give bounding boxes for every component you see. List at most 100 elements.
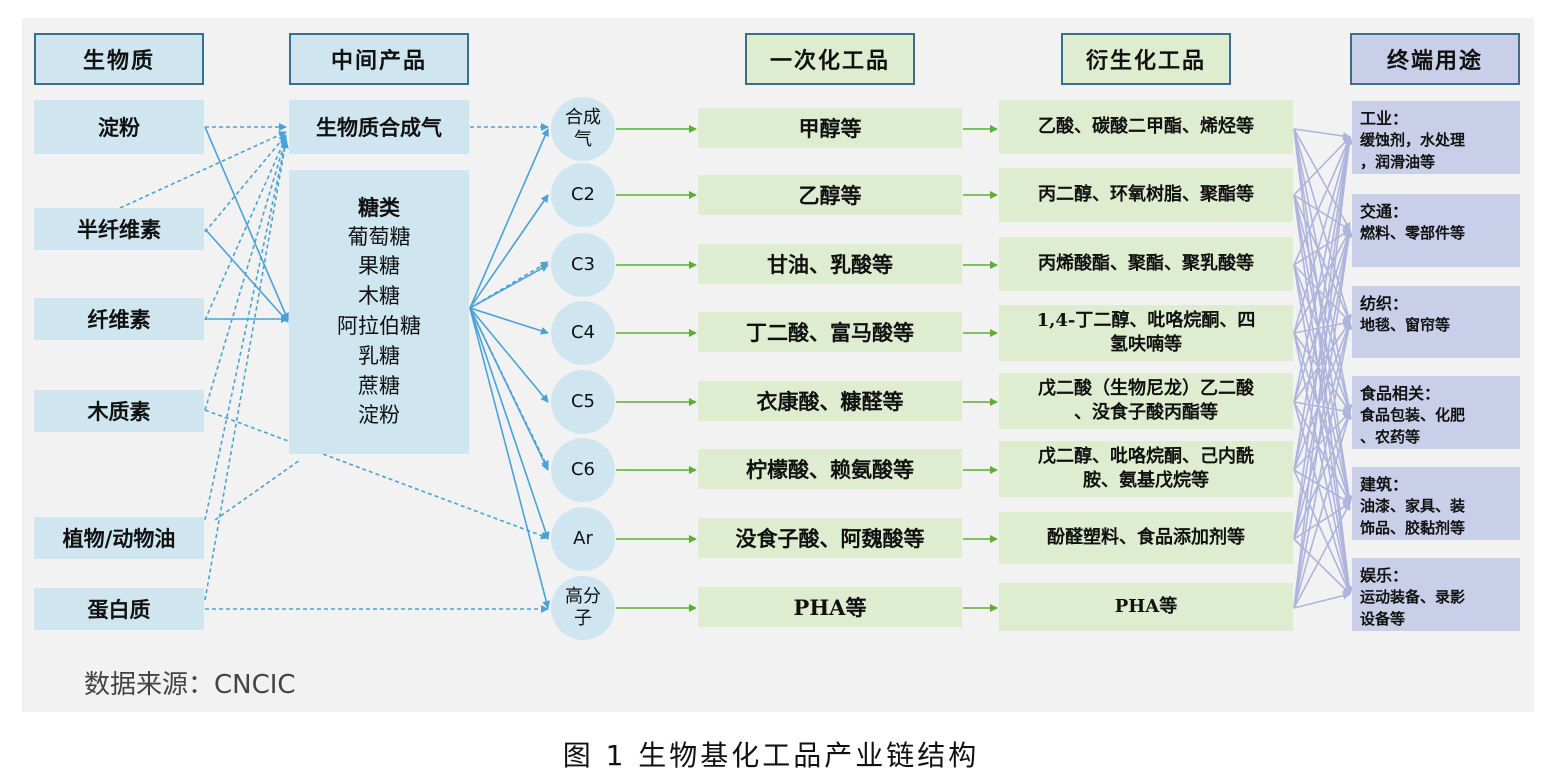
derivative-label: 丙二醇、环氧树脂、聚酯等 xyxy=(1038,183,1254,205)
derivative-chemical: 酚醛塑料、食品添加剂等 xyxy=(999,512,1293,564)
platform-circle: C5 xyxy=(551,370,615,434)
platform-label-line2: 气 xyxy=(574,129,592,150)
connector-solid xyxy=(469,307,549,335)
connector-solid xyxy=(469,128,549,309)
platform-label: Ar xyxy=(573,527,593,549)
sugar-item: 葡萄糖 xyxy=(347,224,411,249)
biomass-source-label: 木质素 xyxy=(87,399,151,424)
connector-solid xyxy=(469,307,551,609)
primary-chemical-label: 没食子酸、阿魏酸等 xyxy=(735,526,925,551)
connector-purple xyxy=(1293,136,1352,334)
connector-dashed xyxy=(204,136,287,321)
end-use-box: 纺织： 地毯、窗帘等 xyxy=(1352,286,1520,358)
header-primary-label: 一次化工品 xyxy=(769,48,890,74)
end-use-title: 纺织： xyxy=(1360,294,1409,313)
platform-label: C5 xyxy=(570,390,596,412)
platform-label: 高分 xyxy=(565,585,601,607)
connector-purple xyxy=(1293,229,1352,403)
end-use-box: 娱乐： 运动装备、录影 设备等 xyxy=(1352,558,1520,631)
biomass-source-label: 半纤维素 xyxy=(77,217,161,242)
primary-chemical-label: 衣康酸、糠醛等 xyxy=(756,389,904,414)
platform-circle: C2 xyxy=(551,163,615,227)
connector-purple xyxy=(1293,321,1351,403)
primary-chemical: 乙醇等 xyxy=(698,175,962,215)
end-use-detail: 设备等 xyxy=(1360,609,1406,628)
connector-solid xyxy=(469,307,550,540)
derivative-label: 戊二酸（生物尼龙）乙二酸 xyxy=(1038,377,1254,399)
end-use-title: 工业： xyxy=(1360,109,1409,128)
primary-chemical: 甲醇等 xyxy=(698,108,962,148)
biomass-source-label: 蛋白质 xyxy=(87,597,151,622)
connector-purple xyxy=(1293,229,1353,471)
connector-purple xyxy=(1293,321,1353,540)
sugar-item: 蔗糖 xyxy=(358,373,400,398)
connector-purple xyxy=(1293,321,1353,609)
primary-chemical-label: 丁二酸、富马酸等 xyxy=(746,320,914,345)
connector-purple xyxy=(1293,136,1353,540)
platform-circle: 高分子 xyxy=(551,576,615,640)
biomass-source: 半纤维素 xyxy=(34,208,204,250)
primary-chemical: 丁二酸、富马酸等 xyxy=(698,312,962,352)
end-use-box: 建筑： 油漆、家具、装 饰品、胶黏剂等 xyxy=(1352,467,1520,540)
connector-dashed xyxy=(214,459,301,521)
derivative-label-line2: 氢呋喃等 xyxy=(1109,334,1182,355)
connector-purple xyxy=(1293,136,1351,266)
connector-purple xyxy=(1293,136,1351,196)
connector-purple xyxy=(1293,229,1351,266)
end-use-detail: 缓蚀剂，水处理 xyxy=(1360,131,1466,150)
primary-chemical: 衣康酸、糠醛等 xyxy=(698,381,962,421)
biomass-source: 植物/动物油 xyxy=(34,517,204,559)
platform-label: 合成 xyxy=(565,106,601,128)
connector-dashed xyxy=(469,307,549,469)
end-use-detail: 地毯、窗帘等 xyxy=(1360,316,1451,335)
derivative-label: 1,4-丁二醇、吡咯烷酮、四 xyxy=(1036,309,1256,331)
end-use-detail: 食品包装、化肥 xyxy=(1360,406,1466,425)
derivative-chemical: 乙酸、碳酸二甲酯、烯烃等 xyxy=(999,100,1293,154)
platform-circle: C4 xyxy=(551,301,615,365)
connector-purple xyxy=(1293,128,1351,140)
connector-purple xyxy=(1293,194,1351,323)
sugar-item: 淀粉 xyxy=(358,403,400,428)
primary-chemical-label: 柠檬酸、赖氨酸等 xyxy=(746,457,914,482)
connector-purple xyxy=(1293,401,1351,415)
connector-dashed xyxy=(119,131,287,209)
connector-solid xyxy=(469,194,549,309)
header-end-use: 终端用途 xyxy=(1350,33,1520,85)
derivative-label-line2: 胺、氨基戊烷等 xyxy=(1083,470,1209,491)
end-use-title: 建筑： xyxy=(1360,475,1409,494)
end-use-detail: ，润滑油等 xyxy=(1360,152,1436,171)
connector-solid xyxy=(469,264,549,309)
connector-purple xyxy=(1293,136,1353,471)
connector-dashed xyxy=(204,134,287,233)
primary-chemical-label: 甲醇等 xyxy=(798,116,862,141)
biomass-source: 淀粉 xyxy=(34,100,204,154)
connector-purple xyxy=(1293,319,1351,334)
source-note: 数据来源：CNCIC xyxy=(84,670,296,700)
end-use-detail: 燃料、零部件等 xyxy=(1360,224,1466,243)
sugars-title: 糖类 xyxy=(358,194,400,220)
end-use-title: 娱乐： xyxy=(1360,566,1409,585)
biomass-source-label: 淀粉 xyxy=(98,115,140,140)
primary-chemical: 甘油、乳酸等 xyxy=(698,244,962,284)
derivative-label: PHA等 xyxy=(1114,595,1178,617)
connector-purple xyxy=(1293,411,1351,540)
primary-chemical-label: 乙醇等 xyxy=(798,183,862,208)
end-use-title: 食品相关： xyxy=(1360,384,1441,403)
primary-chemical-label: PHA等 xyxy=(793,595,867,620)
sugar-item: 乳糖 xyxy=(358,343,400,368)
connector-purple xyxy=(1293,411,1352,609)
sugar-item: 木糖 xyxy=(358,284,400,309)
biomass-source-label: 植物/动物油 xyxy=(62,526,176,551)
derivative-chemical: 丙烯酸酯、聚酯、聚乳酸等 xyxy=(999,237,1293,291)
connector-purple xyxy=(1293,229,1351,334)
derivative-label-line2: 、没食子酸丙酯等 xyxy=(1074,402,1218,423)
connector-solid xyxy=(204,126,289,321)
connector-purple xyxy=(1293,321,1352,471)
end-use-box: 食品相关： 食品包装、化肥 、农药等 xyxy=(1352,376,1520,449)
platform-circle: C6 xyxy=(551,438,615,502)
derivative-chemical: 戊二酸（生物尼龙）乙二酸、没食子酸丙酯等 xyxy=(999,373,1293,429)
connector-purple xyxy=(1293,264,1351,323)
connector-solid xyxy=(469,307,549,403)
platform-label: C6 xyxy=(570,458,596,480)
